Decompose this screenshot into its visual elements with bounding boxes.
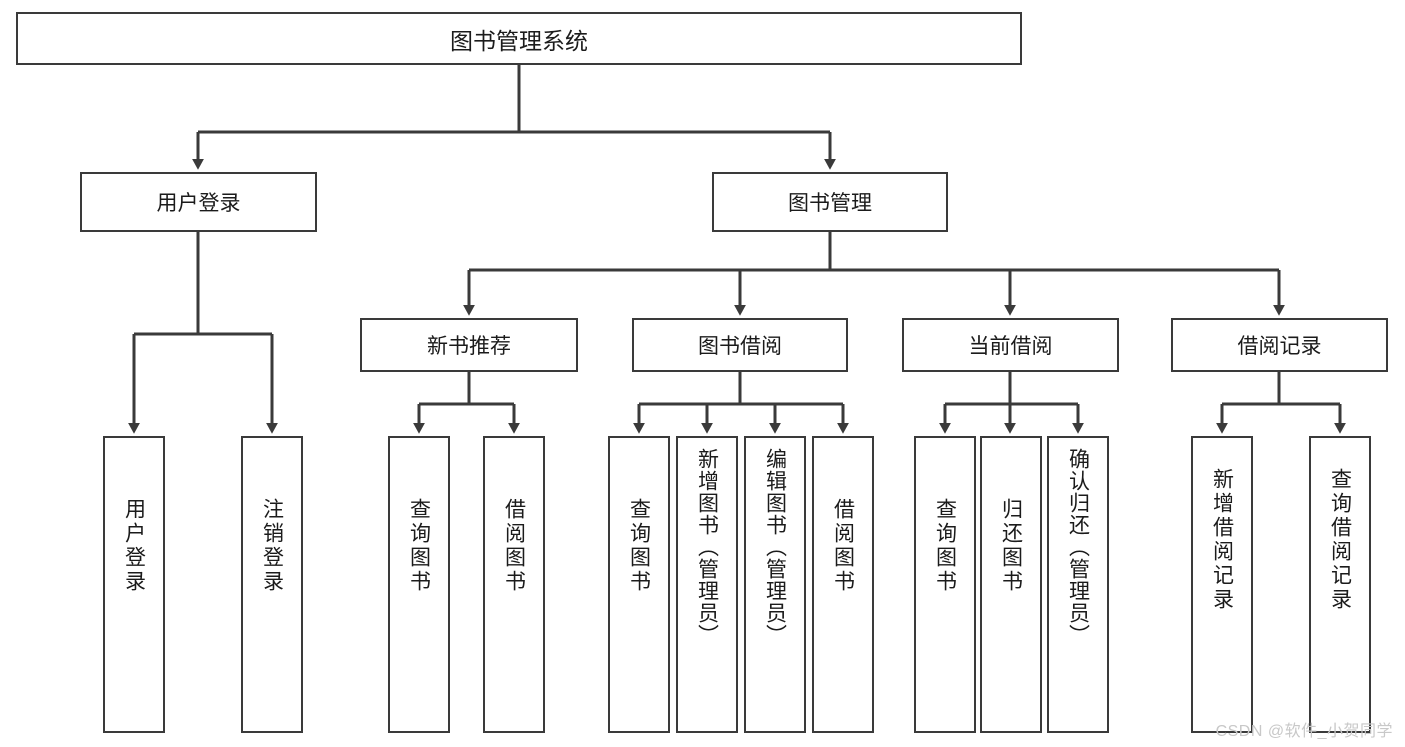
- leaf-user-login-signin[interactable]: 用户登录: [103, 436, 165, 733]
- leaf-new-book-borrow[interactable]: 借阅图书: [483, 436, 545, 733]
- node-user-login[interactable]: 用户登录: [80, 172, 317, 232]
- node-book-management[interactable]: 图书管理: [712, 172, 948, 232]
- leaf-label: 查询借阅记录: [1328, 468, 1352, 612]
- node-new-book-recommend[interactable]: 新书推荐: [360, 318, 578, 372]
- leaf-book-borrow-query[interactable]: 查询图书: [608, 436, 670, 733]
- leaf-label: 新增借阅记录: [1210, 468, 1234, 612]
- leaf-label: 借阅图书: [831, 498, 855, 594]
- node-borrow-record[interactable]: 借阅记录: [1171, 318, 1388, 372]
- node-book-borrow[interactable]: 图书借阅: [632, 318, 848, 372]
- node-book-management-label: 图书管理: [788, 192, 872, 215]
- leaf-label: 编辑图书（管理员）: [763, 448, 787, 646]
- node-root-label: 图书管理系统: [450, 27, 588, 54]
- leaf-label: 查询图书: [407, 498, 431, 594]
- leaf-label: 确认归还（管理员）: [1066, 448, 1090, 646]
- leaf-current-borrow-return[interactable]: 归还图书: [980, 436, 1042, 733]
- leaf-new-book-query[interactable]: 查询图书: [388, 436, 450, 733]
- leaf-label: 注销登录: [260, 498, 284, 594]
- leaf-current-borrow-query[interactable]: 查询图书: [914, 436, 976, 733]
- leaf-book-borrow-add[interactable]: 新增图书（管理员）: [676, 436, 738, 733]
- leaf-current-borrow-confirm[interactable]: 确认归还（管理员）: [1047, 436, 1109, 733]
- leaf-label: 归还图书: [999, 498, 1023, 594]
- leaf-book-borrow-edit[interactable]: 编辑图书（管理员）: [744, 436, 806, 733]
- leaf-book-borrow-lend[interactable]: 借阅图书: [812, 436, 874, 733]
- leaf-label: 借阅图书: [502, 498, 526, 594]
- node-current-borrow[interactable]: 当前借阅: [902, 318, 1119, 372]
- node-new-book-recommend-label: 新书推荐: [427, 335, 511, 358]
- leaf-label: 查询图书: [933, 498, 957, 594]
- leaf-label: 用户登录: [122, 498, 146, 594]
- node-root[interactable]: 图书管理系统: [16, 12, 1022, 65]
- leaf-label: 新增图书（管理员）: [695, 448, 719, 646]
- node-borrow-record-label: 借阅记录: [1237, 335, 1322, 358]
- node-book-borrow-label: 图书借阅: [698, 335, 782, 358]
- watermark: CSDN @软件_小贺同学: [1215, 723, 1393, 740]
- leaf-borrow-record-query[interactable]: 查询借阅记录: [1309, 436, 1371, 733]
- node-user-login-label: 用户登录: [156, 192, 241, 215]
- leaf-label: 查询图书: [627, 498, 651, 594]
- leaf-borrow-record-add[interactable]: 新增借阅记录: [1191, 436, 1253, 733]
- leaf-user-login-signout[interactable]: 注销登录: [241, 436, 303, 733]
- node-current-borrow-label: 当前借阅: [968, 335, 1053, 358]
